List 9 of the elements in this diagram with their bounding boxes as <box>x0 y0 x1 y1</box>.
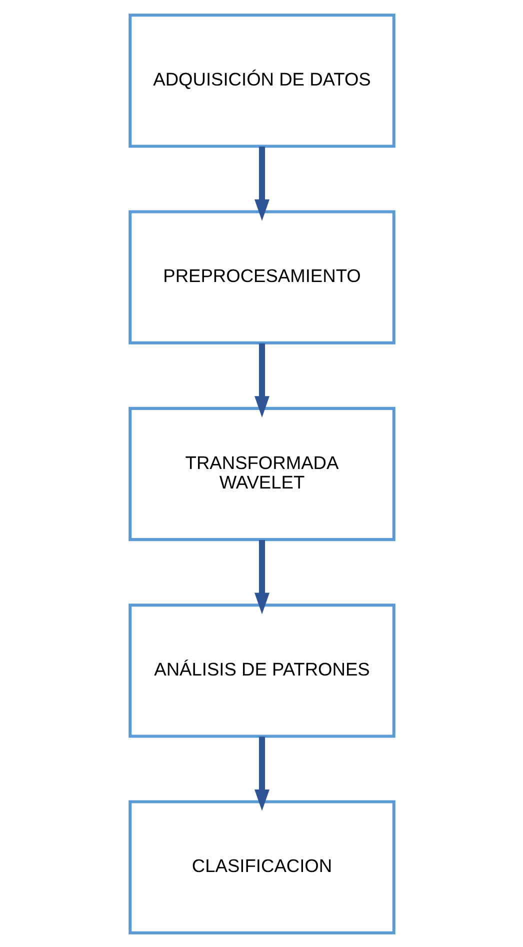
node-box: TRANSFORMADA WAVELET <box>128 406 395 541</box>
arrow <box>254 736 269 810</box>
node-box: ANÁLISIS DE PATRONES <box>128 603 395 738</box>
node-box: ADQUISICIÓN DE DATOS <box>128 13 395 148</box>
arrow <box>254 146 269 220</box>
arrow <box>254 342 269 418</box>
arrow <box>254 540 269 614</box>
node-box: PREPROCESAMIENTO <box>128 210 395 344</box>
node-box: CLASIFICACION <box>128 800 395 934</box>
